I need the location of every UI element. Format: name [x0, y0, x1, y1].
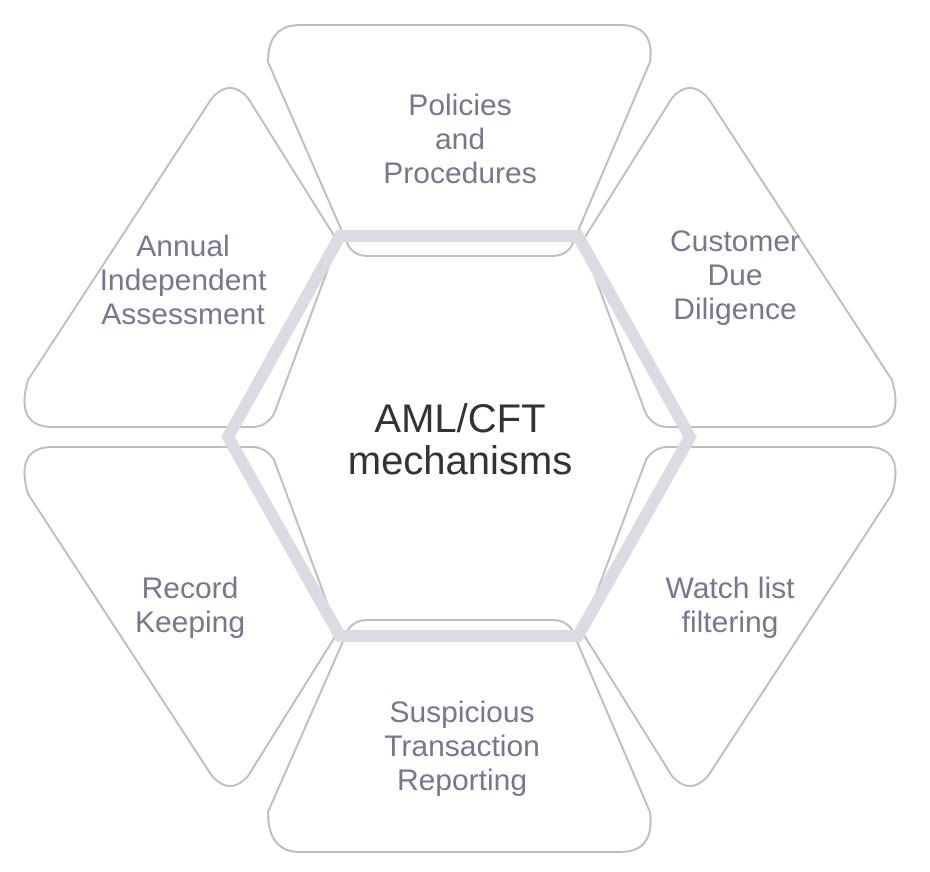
label-customer-due-diligence: Customer Due Diligence — [669, 225, 801, 326]
label-annual-independent-assessment: Annual Independent Assessment — [99, 230, 267, 331]
segment-shape-annual-assessment — [23, 87, 339, 428]
label-record-keeping: Record Keeping — [134, 572, 246, 639]
segment-shape-policies — [267, 24, 652, 257]
center-title: AML/CFT mechanisms — [347, 397, 573, 483]
segment-shape-watch-list — [581, 446, 897, 787]
segment-shape-customer-due-diligence — [581, 87, 897, 428]
center-hexagon — [221, 230, 697, 642]
segment-shape-record-keeping — [23, 446, 339, 787]
segment-shape-suspicious-transaction — [267, 619, 652, 853]
label-policies-and-procedures: Policies and Procedures — [383, 89, 537, 190]
label-suspicious-transaction-reporting: Suspicious Transaction Reporting — [384, 696, 540, 797]
label-watch-list-filtering: Watch list filtering — [665, 572, 795, 639]
